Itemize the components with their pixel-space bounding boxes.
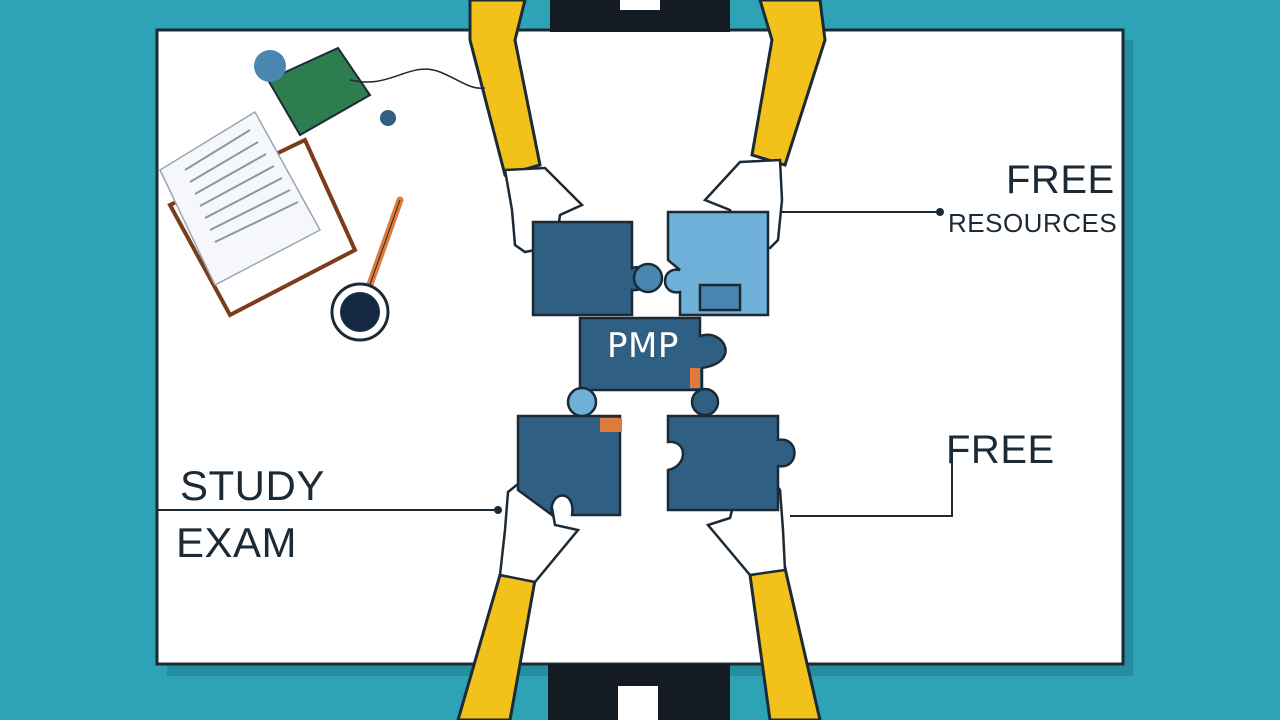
pencil-icon bbox=[364, 196, 404, 294]
free-resources-heading: FREE bbox=[1006, 158, 1115, 202]
top-person bbox=[468, 0, 827, 177]
notebook-icon bbox=[159, 46, 372, 318]
pmp-puzzle-label: PMP bbox=[607, 326, 679, 366]
mouse-icon bbox=[349, 68, 486, 126]
resources-label: RESOURCES bbox=[948, 208, 1118, 238]
free-label: FREE bbox=[946, 428, 1055, 472]
leader-lines bbox=[157, 208, 953, 517]
coffee-cup-icon bbox=[330, 282, 390, 342]
hand-icon bbox=[498, 158, 787, 584]
exam-label: EXAM bbox=[176, 519, 298, 566]
bottom-person bbox=[456, 566, 822, 720]
puzzle-icon bbox=[516, 210, 796, 518]
study-label: STUDY bbox=[180, 462, 325, 509]
